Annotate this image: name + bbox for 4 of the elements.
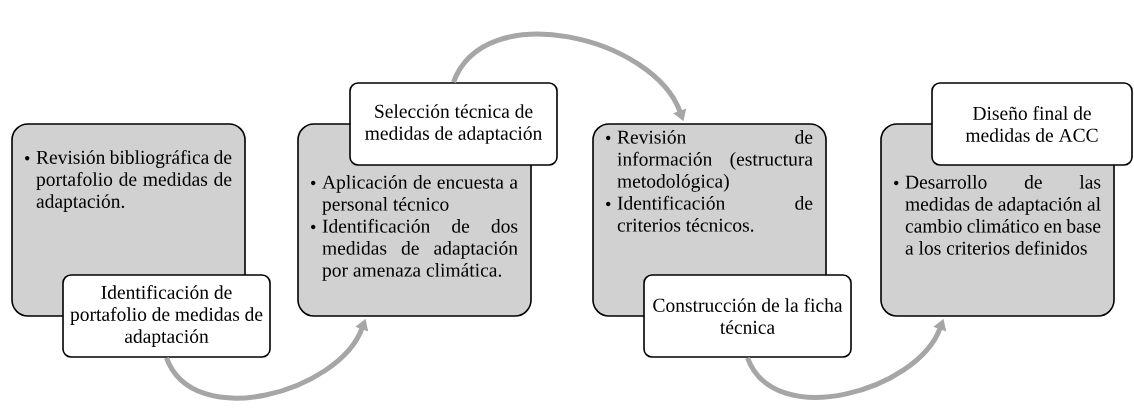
label-box: Construcción de la ficha técnica (643, 274, 852, 358)
label-box: Identificación de portafolio de medidas de adaptación (62, 274, 271, 358)
label-box: Selección técnica de medidas de adaptación (349, 82, 558, 166)
label-box: Diseño final de medidas de ACC (931, 82, 1133, 166)
